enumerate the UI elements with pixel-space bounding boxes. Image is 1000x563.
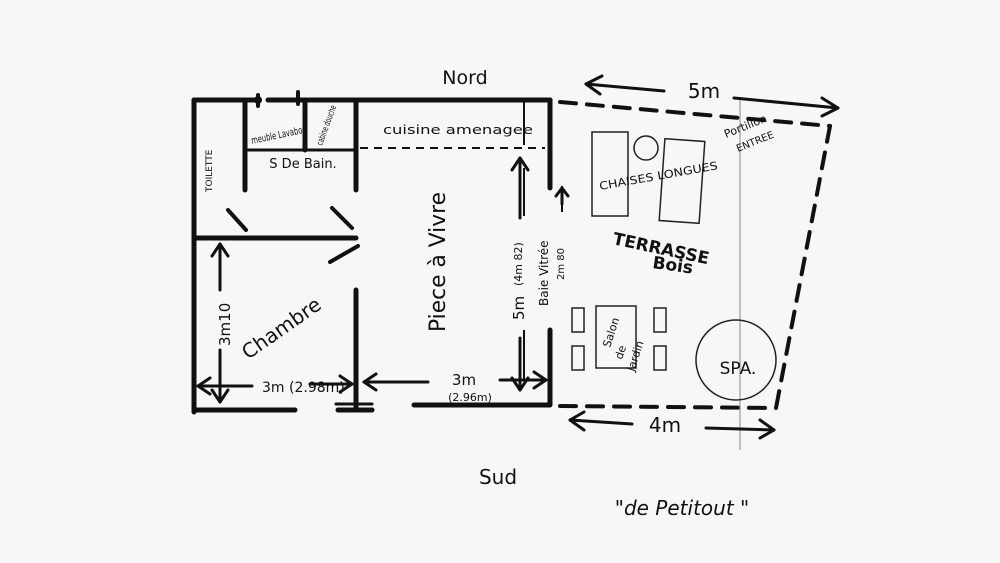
terrace-top-dimension-label: 5m bbox=[688, 79, 720, 103]
living-length-exact-label: (4m 82) bbox=[512, 242, 525, 286]
living-length-label: 5m bbox=[510, 296, 528, 320]
kitchen-label: cuisine amenagee bbox=[383, 123, 533, 137]
bedroom-width-label: 3m (2.98m) bbox=[262, 380, 345, 396]
terrace-bottom-dimension-label: 4m bbox=[649, 413, 681, 437]
wall-marks bbox=[254, 90, 300, 108]
spa-circle bbox=[695, 319, 777, 401]
living-width-exact-label: (2.96m) bbox=[448, 391, 492, 404]
spa-label: SPA. bbox=[720, 359, 757, 379]
dimension-arrows bbox=[196, 74, 840, 440]
caption-label: "de Petitout " bbox=[615, 496, 749, 520]
bay-window-label: Baie Vitrée bbox=[537, 240, 551, 306]
north-label: Nord bbox=[442, 67, 487, 89]
loungers bbox=[591, 131, 706, 225]
terrace-outline bbox=[558, 100, 832, 410]
garden-set-label-2: de bbox=[612, 344, 629, 361]
living-room-label: Piece à Vivre bbox=[426, 192, 451, 332]
south-label: Sud bbox=[479, 465, 517, 489]
bay-window-size-label: 2m 80 bbox=[556, 248, 567, 280]
bathroom-label: S De Bain. bbox=[269, 157, 336, 172]
living-width-label: 3m bbox=[452, 371, 476, 389]
toilet-label: TOILETTE bbox=[205, 149, 215, 193]
garden-furniture bbox=[571, 305, 667, 371]
bedroom-height-label: 3m10 bbox=[216, 303, 234, 346]
house-walls bbox=[191, 97, 553, 415]
